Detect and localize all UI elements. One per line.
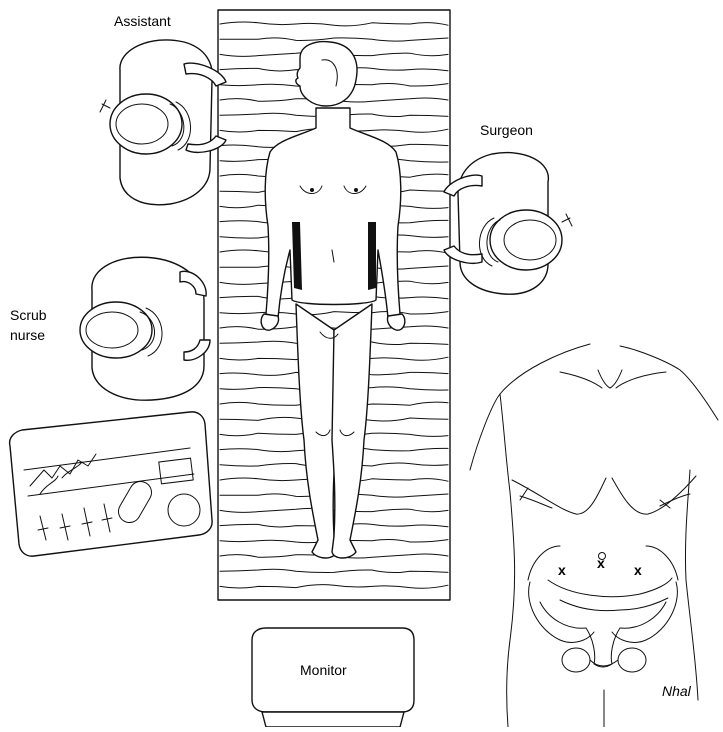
drape-line (220, 311, 448, 314)
label-monitor: Monitor (300, 662, 347, 678)
port-mark-center: x (597, 555, 605, 571)
scrub-nurse-figure (80, 257, 210, 400)
drape-line (220, 585, 448, 589)
label-scrub-nurse-line1: Scrub (10, 307, 47, 323)
drape-line (220, 22, 448, 26)
port-mark-right: x (634, 562, 642, 578)
drape-line (220, 569, 448, 572)
port-mark-left: x (558, 562, 566, 578)
drape-line (220, 494, 448, 497)
instrument-table (10, 412, 212, 556)
surgeon-figure (444, 153, 572, 295)
label-surgeon: Surgeon (480, 122, 533, 138)
assistant-figure (100, 40, 226, 205)
artist-signature: Nhal (662, 683, 692, 699)
label-assistant: Assistant (114, 13, 171, 29)
drape-line (220, 508, 448, 512)
port-placement-diagram: x x x Nhal (470, 344, 718, 727)
label-scrub-nurse-line2: nurse (10, 327, 45, 343)
drape-line (220, 38, 448, 41)
